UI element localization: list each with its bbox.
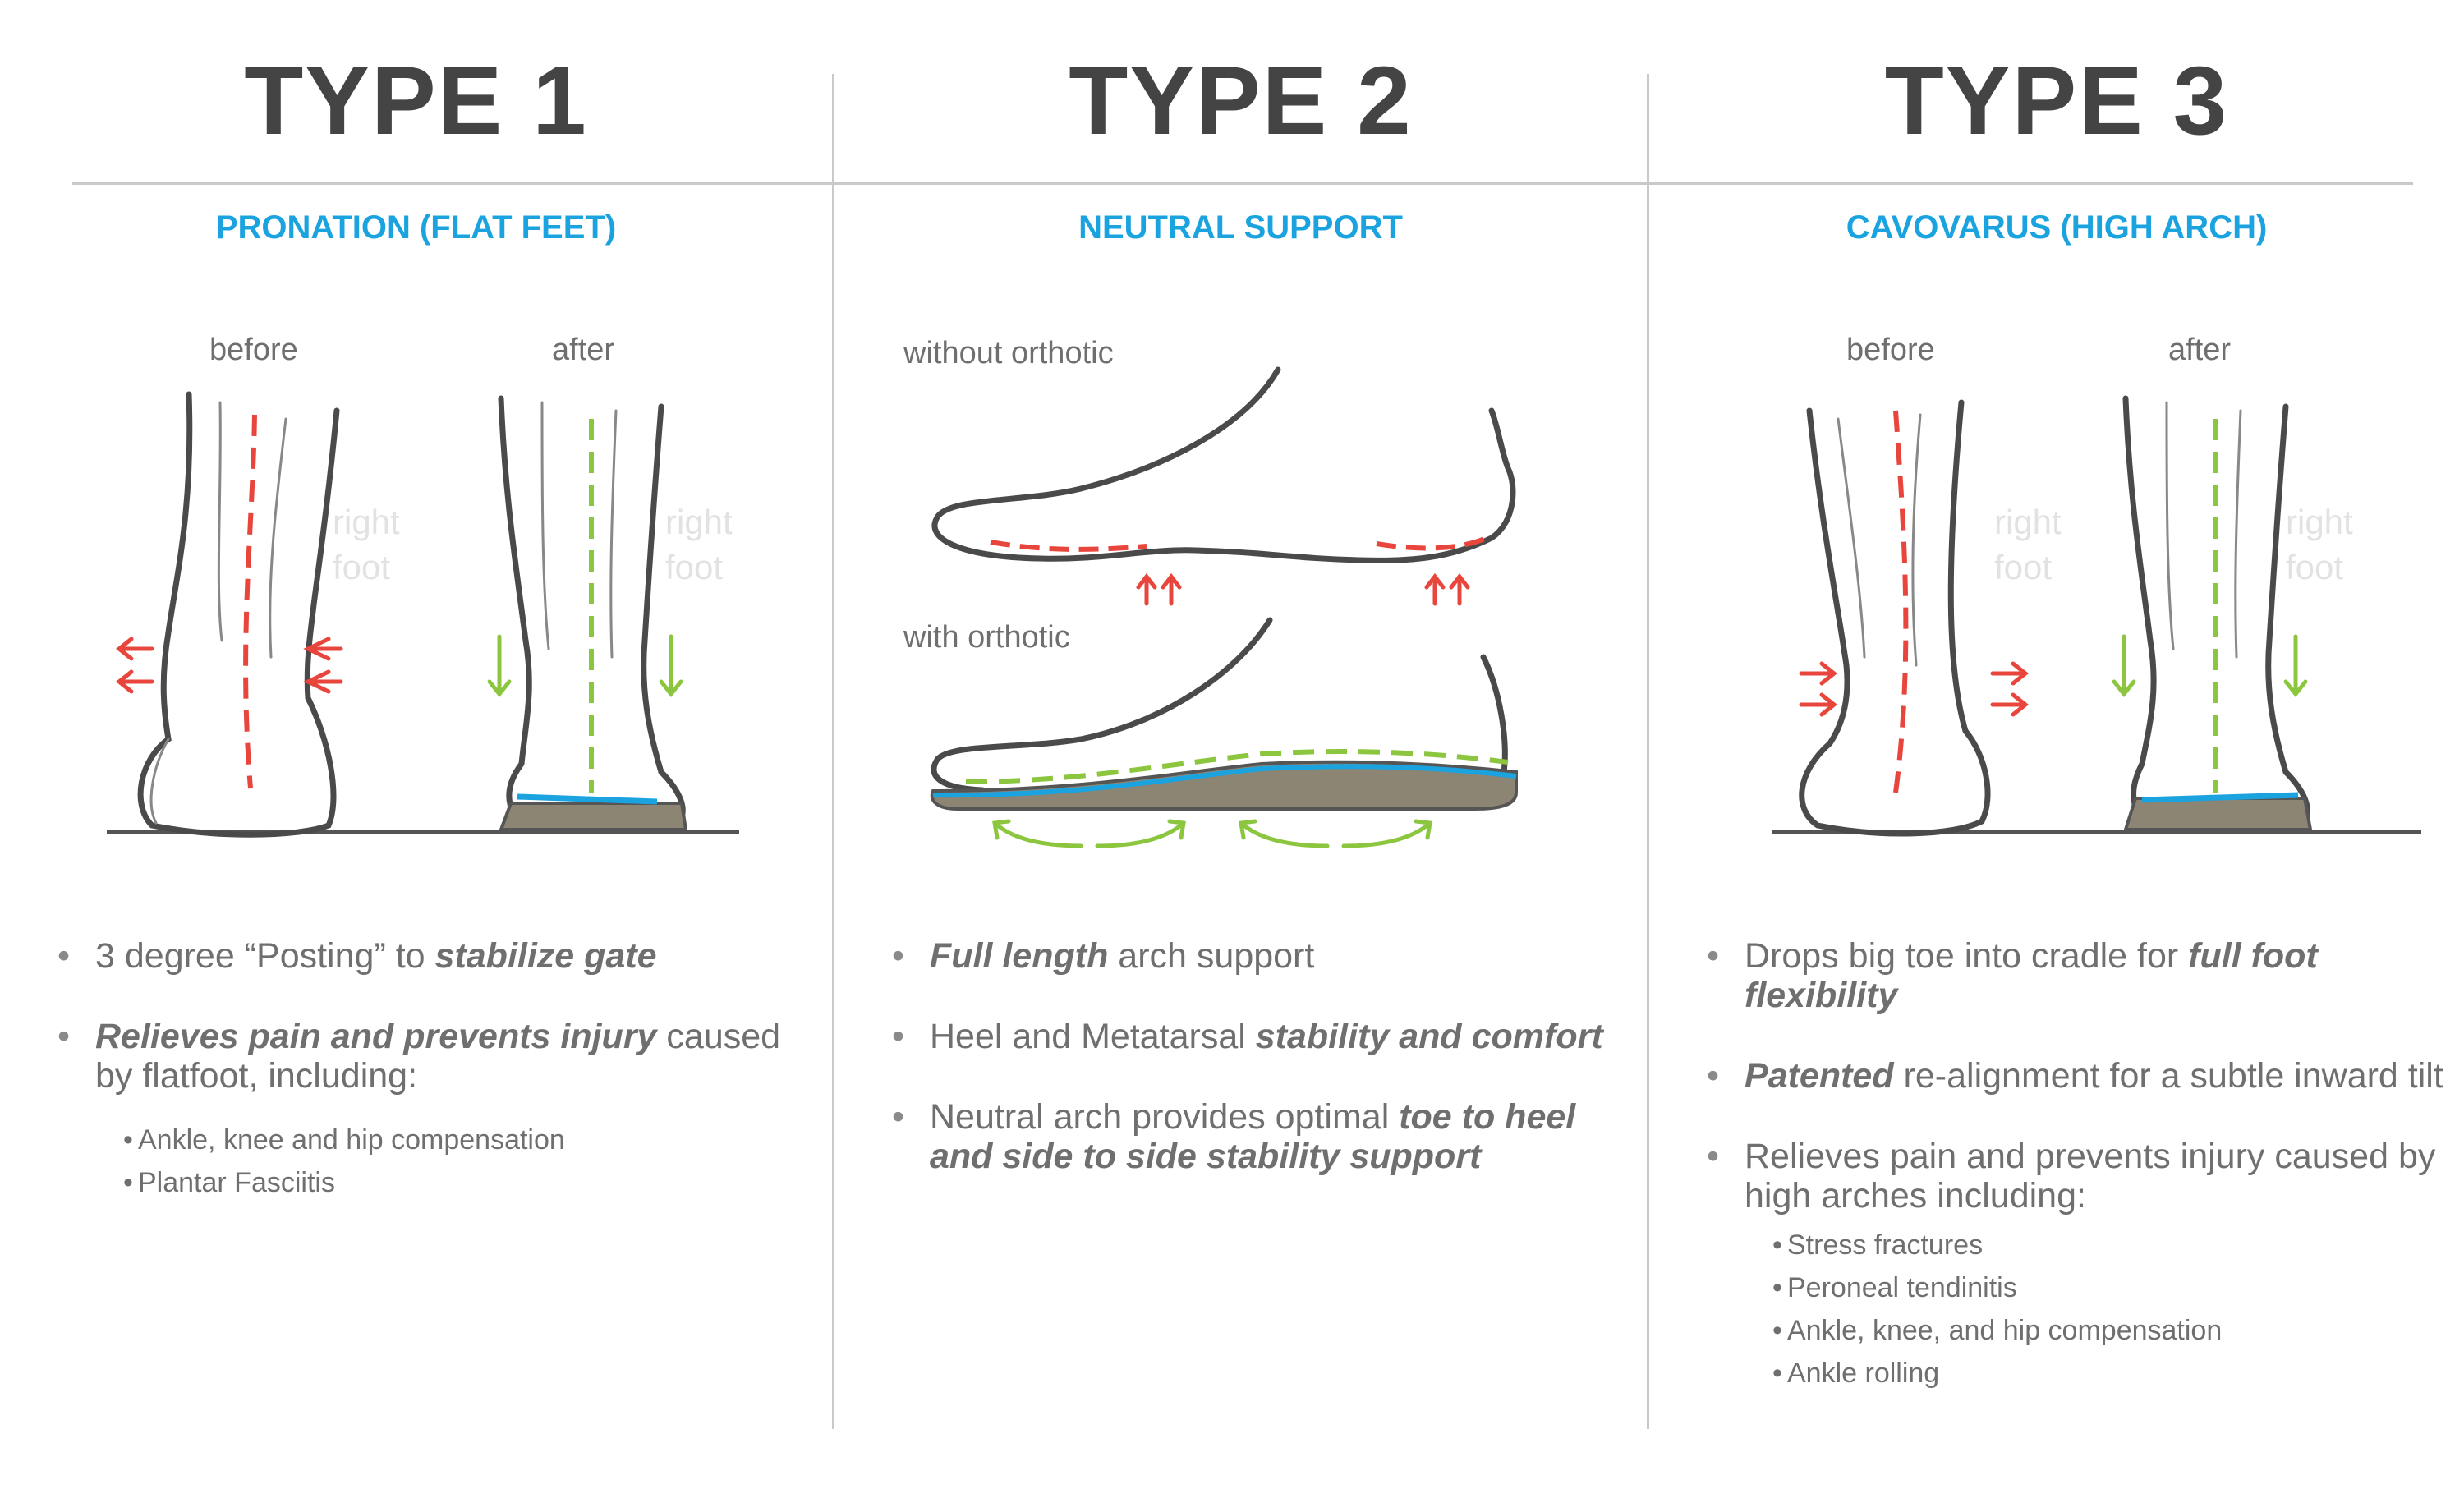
type1-after-label: after xyxy=(552,333,614,367)
type1-column: TYPE 1 PRONATION (FLAT FEET) before afte… xyxy=(0,0,832,1489)
insole-after xyxy=(2123,797,2313,831)
type1-ghost-right-after: right xyxy=(665,503,733,541)
type1-bullet-1: 3 degree “Posting” to stabilize gate xyxy=(57,936,797,976)
outward-arrows-before xyxy=(1799,661,2030,717)
heel-outline xyxy=(1480,654,1508,775)
type3-ghost-foot-before: foot xyxy=(1994,548,2052,586)
type3-sub-item: Stress fractures xyxy=(1745,1224,2446,1266)
type3-sub-item: Ankle rolling xyxy=(1745,1352,2446,1395)
type1-subtitle: PRONATION (FLAT FEET) xyxy=(215,209,617,246)
flex-arrows xyxy=(992,819,1432,848)
type1-bullet-2: Relieves pain and prevents injury caused… xyxy=(57,1017,797,1204)
type2-illustration: without orthotic with orthotic xyxy=(834,312,1647,854)
foot-before-drawing xyxy=(137,391,340,838)
alignment-line-before xyxy=(1893,410,1909,793)
type3-ghost-right-before: right xyxy=(1994,503,2062,541)
type3-ghost-right-after: right xyxy=(2286,503,2353,541)
insole-after xyxy=(499,802,688,831)
type1-before-label: before xyxy=(209,333,298,367)
type2-benefits-list: Full length arch support Heel and Metata… xyxy=(892,936,1615,1217)
orthotic-insole xyxy=(930,760,1518,811)
type3-after-label: after xyxy=(2168,333,2231,367)
pressure-line-heel xyxy=(1376,533,1493,551)
with-orthotic-label: with orthotic xyxy=(903,620,1070,655)
type3-sub-list: Stress fractures Peroneal tendinitis Ank… xyxy=(1745,1224,2446,1395)
column-divider-2 xyxy=(1647,74,1649,1429)
type3-ghost-foot-after: foot xyxy=(2286,548,2343,586)
without-orthotic-label: without orthotic xyxy=(903,336,1114,370)
foot-without-orthotic xyxy=(931,366,1516,563)
type1-sub-list: Ankle, knee and hip compensation Plantar… xyxy=(95,1119,797,1204)
type1-ghost-foot-before: foot xyxy=(333,548,390,586)
type3-bullet-1: Drops big toe into cradle for full foot … xyxy=(1707,936,2446,1015)
type2-title: TYPE 2 xyxy=(1069,47,1413,155)
type1-benefits-list: 3 degree “Posting” to stabilize gate Rel… xyxy=(57,936,797,1245)
type3-column: TYPE 3 CAVOVARUS (HIGH ARCH) before afte… xyxy=(1649,0,2464,1489)
type1-sub-item: Ankle, knee and hip compensation xyxy=(95,1119,797,1161)
type3-before-label: before xyxy=(1846,333,1935,367)
insole-top-layer xyxy=(517,793,658,805)
pressure-arrows xyxy=(1136,572,1470,606)
type3-title: TYPE 3 xyxy=(1884,47,2229,155)
down-arrows-after xyxy=(487,634,683,698)
type3-sub-item: Ankle, knee, and hip compensation xyxy=(1745,1309,2446,1352)
support-line xyxy=(965,749,1509,784)
type3-benefits-list: Drops big toe into cradle for full foot … xyxy=(1707,936,2446,1436)
foot-with-orthotic xyxy=(931,617,1273,793)
type1-ghost-right-before: right xyxy=(333,503,400,541)
insole-top-layer xyxy=(2141,792,2299,803)
type3-bullet-2: Patented re-alignment for a subtle inwar… xyxy=(1707,1056,2446,1096)
foot-before-drawing xyxy=(1799,399,1991,837)
down-arrows-after xyxy=(2112,634,2308,698)
type3-sub-item: Peroneal tendinitis xyxy=(1745,1266,2446,1309)
header-rule xyxy=(72,182,2413,185)
type2-bullet-1: Full length arch support xyxy=(892,936,1615,976)
orthotic-top-layer xyxy=(932,764,1517,798)
alignment-line-before xyxy=(243,414,257,789)
type2-subtitle: NEUTRAL SUPPORT xyxy=(1078,209,1403,246)
type2-bullet-3: Neutral arch provides optimal toe to hee… xyxy=(892,1097,1615,1176)
type2-bullet-2: Heel and Metatarsal stability and comfor… xyxy=(892,1017,1615,1056)
type2-column: TYPE 2 NEUTRAL SUPPORT without orthotic … xyxy=(834,0,1647,1489)
type1-ghost-foot-after: foot xyxy=(665,548,723,586)
column-divider-1 xyxy=(832,74,834,1429)
foot-after-drawing xyxy=(498,395,686,820)
pressure-line-forefoot xyxy=(990,540,1147,552)
type1-sub-item: Plantar Fasciitis xyxy=(95,1161,797,1204)
type1-illustration: before after right foot right foot xyxy=(0,312,832,854)
type3-bullet-3: Relieves pain and prevents injury caused… xyxy=(1707,1137,2446,1395)
type3-subtitle: CAVOVARUS (HIGH ARCH) xyxy=(1846,209,2268,246)
type1-title: TYPE 1 xyxy=(244,47,588,155)
foot-after-drawing xyxy=(2122,395,2310,820)
inward-arrows-before xyxy=(115,637,343,694)
type3-illustration: before after right foot right foot xyxy=(1649,312,2464,854)
